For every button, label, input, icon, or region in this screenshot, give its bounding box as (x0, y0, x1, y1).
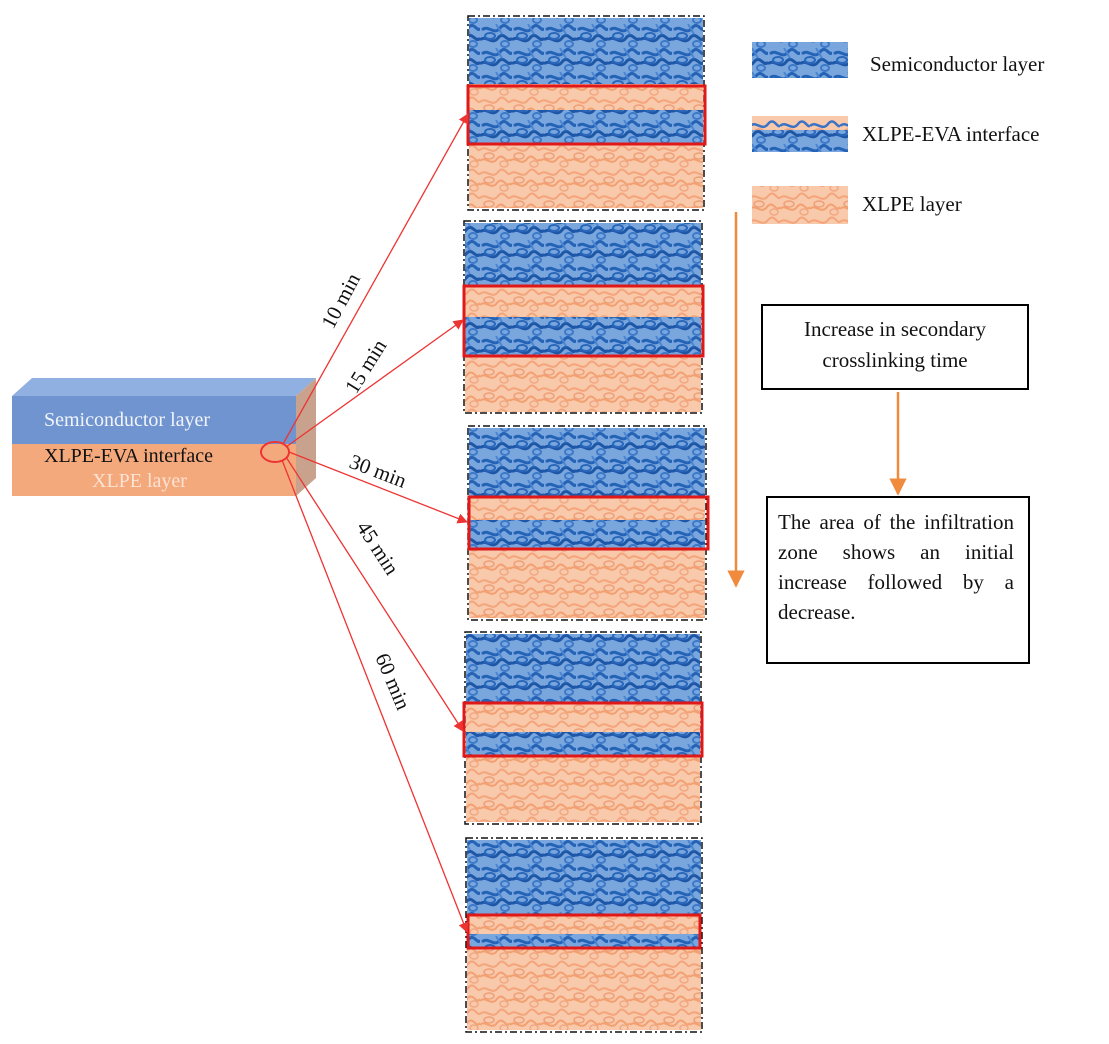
legend (752, 42, 848, 224)
arrow-60min (281, 459, 469, 933)
stack-60min-interface-top (467, 916, 701, 934)
stack-60min-frame (465, 837, 703, 1033)
legend-label-interface: XLPE-EVA interface (862, 122, 1040, 146)
arrow-15min (285, 319, 464, 448)
stack-15min-interface (465, 317, 701, 355)
stack-30min-xlpe (469, 548, 705, 618)
time-arrows (281, 113, 469, 933)
legend-swatch-interface-top (752, 116, 848, 130)
arrow-10min (282, 113, 469, 445)
block-top-face (12, 378, 316, 396)
stack-15min-xlpe (465, 355, 701, 412)
block-side-face (296, 378, 316, 496)
stack-30min-interface (469, 520, 705, 548)
arrow-45min (285, 456, 464, 732)
legend-swatch-semiconductor (752, 42, 848, 78)
block-xlpe-face (12, 444, 296, 496)
stack-30min (467, 425, 710, 621)
stack-10min-xlpe (469, 144, 703, 208)
result-note: The area of the infiltration zone shows … (766, 496, 1030, 664)
stack-60min-semiconductor (467, 840, 701, 916)
legend-label-xlpe: XLPE layer (862, 192, 962, 216)
stack-45min-xlpe (466, 756, 700, 822)
layered-block (12, 378, 316, 496)
arrow-30min (288, 451, 468, 524)
block-semiconductor-face (12, 396, 296, 444)
block-interface-label: XLPE-EVA interface (44, 445, 214, 467)
stack-60min-xlpe (467, 948, 701, 1030)
stack-45min-interface-top (466, 704, 700, 732)
stack-15min (462, 220, 705, 414)
stack-45min-interface (466, 732, 700, 756)
time-labels: 10 min 15 min 30 min 45 min 60 min (316, 269, 415, 714)
stack-10min-interface (469, 110, 703, 144)
stack-10min-interface-top (469, 84, 703, 110)
stack-45min-semiconductor (466, 634, 700, 704)
stack-15min-semiconductor (465, 223, 701, 285)
stack-45min (462, 631, 704, 825)
stack-45min-highlight (462, 701, 704, 758)
legend-swatch-xlpe (752, 186, 848, 224)
block-semiconductor-label: Semiconductor layer (44, 409, 211, 431)
stack-30min-semiconductor (469, 428, 705, 498)
time-label-15min: 15 min (340, 335, 392, 398)
stack-60min (465, 837, 703, 1033)
stack-15min-interface-top (465, 285, 701, 317)
trend-note: Increase in secondary crosslinking time (761, 304, 1029, 390)
block-xlpe-label: XLPE layer (92, 470, 187, 492)
stack-15min-highlight (462, 284, 705, 358)
stack-60min-interface (467, 934, 701, 948)
stack-10min-semiconductor (469, 18, 703, 84)
legend-label-semiconductor: Semiconductor layer (870, 52, 1045, 76)
stack-10min (466, 15, 707, 211)
stack-30min-highlight (467, 495, 710, 551)
legend-swatch-interface (752, 130, 848, 152)
time-label-10min: 10 min (316, 269, 365, 333)
stack-30min-interface-top (469, 498, 705, 520)
